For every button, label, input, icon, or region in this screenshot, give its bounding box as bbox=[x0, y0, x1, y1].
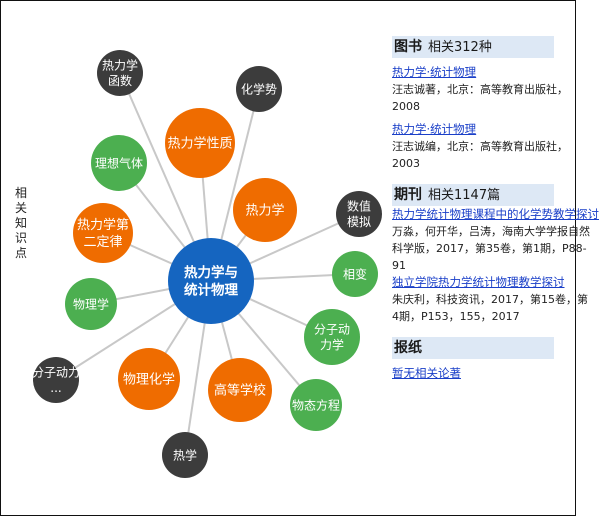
graph-node[interactable]: 物态方程 bbox=[290, 379, 342, 431]
graph-node-circle[interactable] bbox=[233, 178, 297, 242]
graph-node-circle[interactable] bbox=[336, 191, 382, 237]
graph-node[interactable]: 理想气体 bbox=[91, 135, 147, 191]
book-title-link[interactable]: 热力学·统计物理 bbox=[392, 122, 477, 136]
graph-node-label: 高等学校 bbox=[214, 383, 266, 399]
graph-node-circle[interactable] bbox=[33, 357, 79, 403]
graph-node-label: 分子动 bbox=[314, 323, 350, 337]
graph-node[interactable]: 高等学校 bbox=[208, 358, 272, 422]
related-knowledge-label: 相关知识点 bbox=[14, 186, 27, 260]
graph-node-label: 相变 bbox=[343, 266, 367, 281]
graph-node[interactable]: 化学势 bbox=[236, 66, 282, 112]
books-count: 相关312种 bbox=[428, 40, 492, 55]
graph-node-label: 二定律 bbox=[83, 235, 122, 250]
graph-node[interactable]: 热力学性质 bbox=[165, 108, 235, 178]
graph-node-circle[interactable] bbox=[208, 358, 272, 422]
graph-node-label: 数值 bbox=[347, 199, 371, 214]
graph-node-label: 统计物理 bbox=[184, 282, 238, 299]
journal-title-link[interactable]: 热力学统计物理课程中的化学势教学探讨 bbox=[392, 207, 599, 221]
graph-node-label: 热力学与 bbox=[184, 264, 238, 281]
graph-node-label: 模拟 bbox=[347, 215, 371, 229]
graph-node-label: 函数 bbox=[108, 73, 132, 88]
graph-node-label: 物理化学 bbox=[123, 372, 175, 388]
graph-node-label: 化学势 bbox=[241, 81, 277, 96]
journal-meta: 朱庆利，科技资讯，2017，第15卷，第4期，P153，155，2017 bbox=[392, 293, 588, 323]
graph-node-circle[interactable] bbox=[165, 108, 235, 178]
graph-node-circle[interactable] bbox=[73, 203, 133, 263]
graph-node-label: 热力学性质 bbox=[167, 136, 232, 152]
book-meta: 汪志诚编，北京：高等教育出版社，2003 bbox=[392, 140, 568, 170]
graph-node[interactable]: 物理化学 bbox=[118, 348, 180, 410]
graph-node-circle[interactable] bbox=[236, 66, 282, 112]
graph-node[interactable]: 热力学 bbox=[233, 178, 297, 242]
graph-node-circle[interactable] bbox=[290, 379, 342, 431]
graph-node[interactable]: 相变 bbox=[332, 251, 378, 297]
graph-node[interactable]: 热学 bbox=[162, 432, 208, 478]
graph-node-label: 热学 bbox=[173, 447, 197, 462]
graph-node-circle[interactable] bbox=[162, 432, 208, 478]
knowledge-graph: 热力学与统计物理热力学函数化学势理想气体热力学性质热力学数值模拟热力学第二定律相… bbox=[32, 50, 382, 478]
newspapers-section-header: 报纸 bbox=[392, 337, 554, 359]
graph-node-label: 物态方程 bbox=[292, 397, 340, 412]
graph-node-circle[interactable] bbox=[304, 309, 360, 365]
journals-count: 相关1147篇 bbox=[428, 188, 501, 203]
book-meta: 汪志诚著，北京：高等教育出版社，2008 bbox=[392, 83, 568, 113]
graph-node-circle[interactable] bbox=[91, 135, 147, 191]
journal-meta: 万淼，何开华，吕涛，海南大学学报自然科学版，2017，第35卷，第1期，P88-… bbox=[392, 225, 590, 272]
graph-node-label: 分子动力 bbox=[32, 366, 80, 380]
graph-node-label: 热力学 bbox=[102, 58, 138, 73]
results-panel: 图书相关312种 热力学·统计物理 汪志诚著，北京：高等教育出版社，2008 热… bbox=[392, 36, 599, 476]
graph-node-label: 物理学 bbox=[73, 296, 109, 311]
graph-node-circle[interactable] bbox=[97, 50, 143, 96]
books-section-header: 图书相关312种 bbox=[392, 36, 554, 58]
no-results-link[interactable]: 暂无相关论著 bbox=[392, 366, 461, 380]
graph-node-circle[interactable] bbox=[332, 251, 378, 297]
graph-node-circle[interactable] bbox=[118, 348, 180, 410]
graph-node-circle[interactable] bbox=[168, 238, 254, 324]
graph-node-label: ... bbox=[50, 381, 61, 395]
journals-section-header: 期刊相关1147篇 bbox=[392, 184, 554, 206]
journals-title: 期刊 bbox=[394, 187, 422, 203]
graph-node-circle[interactable] bbox=[65, 278, 117, 330]
journal-title-link[interactable]: 独立学院热力学统计物理教学探讨 bbox=[392, 275, 565, 289]
book-title-link[interactable]: 热力学·统计物理 bbox=[392, 65, 477, 79]
graph-node-label: 力学 bbox=[320, 337, 344, 352]
graph-node[interactable]: 物理学 bbox=[65, 278, 117, 330]
books-title: 图书 bbox=[394, 39, 422, 55]
graph-node-label: 热力学第 bbox=[77, 217, 129, 233]
newspapers-title: 报纸 bbox=[394, 340, 422, 356]
graph-node[interactable]: 分子动力... bbox=[32, 357, 80, 403]
graph-node-label: 热力学 bbox=[245, 203, 284, 219]
graph-node-label: 理想气体 bbox=[95, 155, 143, 170]
